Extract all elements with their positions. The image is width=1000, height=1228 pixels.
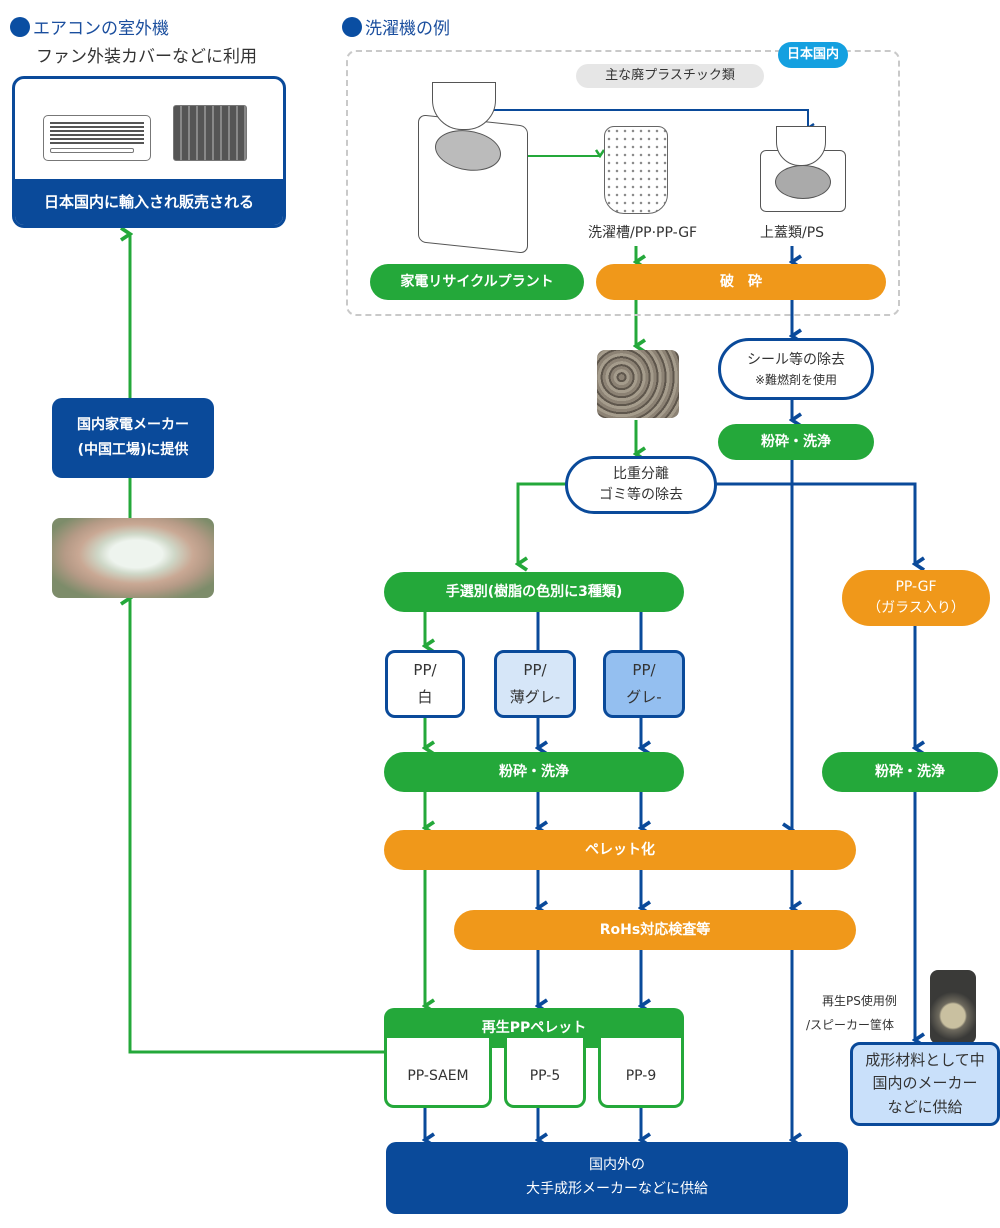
ps-example-sublabel: /スピーカー筐体 xyxy=(806,1018,895,1032)
sort-box-white: PP/ 白 xyxy=(385,650,465,718)
line-pellet-to-left xyxy=(128,600,386,1054)
indoor-unit-icon xyxy=(43,115,151,161)
pelletize-step: ペレット化 xyxy=(384,830,856,870)
crush-step: 破 砕 xyxy=(596,264,886,300)
washer-section-title: 洗濯機の例 xyxy=(342,14,450,39)
recycling-plant-label: 家電リサイクルプラント xyxy=(370,264,584,300)
washing-machine-icon xyxy=(418,114,528,254)
sort-box-gray: PP/ グレ- xyxy=(603,650,685,718)
pellets-in-hand-photo xyxy=(52,518,214,598)
seal-removal-step: シール等の除去 ※難燃剤を使用 xyxy=(718,338,874,400)
provider-box: 国内家電メーカー (中国工場)に提供 xyxy=(52,398,214,478)
grade-pp-saem: PP-SAEM xyxy=(384,1038,492,1108)
domestic-badge: 日本国内 xyxy=(778,42,848,68)
recycled-pp-group: 再生PPペレット PP-SAEM PP-5 PP-9 xyxy=(384,1008,684,1108)
grade-pp-9: PP-9 xyxy=(598,1038,684,1108)
ps-example-label: 再生PS使用例 xyxy=(822,994,897,1008)
speaker-housing-photo xyxy=(930,970,976,1044)
grind-wash-step-pp: 粉砕・洗浄 xyxy=(384,752,684,792)
lid-label: 上蓋類/PS xyxy=(760,225,825,241)
pp-gf-step: PP-GF （ガラス入り） xyxy=(842,570,990,626)
grind-wash-step-ps: 粉砕・洗浄 xyxy=(718,424,874,460)
hand-sort-step: 手選別(樹脂の色別に3種類) xyxy=(384,572,684,612)
rohs-inspection-step: RoHs対応検査等 xyxy=(454,910,856,950)
bullet-icon xyxy=(10,17,30,37)
final-supply-box: 国内外の 大手成形メーカーなどに供給 xyxy=(386,1142,848,1214)
aircon-subtitle: ファン外装カバーなどに利用 xyxy=(36,47,257,67)
waste-plastics-label: 主な廃プラスチック類 xyxy=(576,64,764,88)
grade-pp-5: PP-5 xyxy=(504,1038,586,1108)
line-lid xyxy=(490,109,808,128)
grind-wash-step-ppgf: 粉砕・洗浄 xyxy=(822,752,998,792)
crushed-plastic-photo xyxy=(597,350,679,418)
domestic-region xyxy=(346,50,900,316)
china-supply-box: 成形材料として中 国内のメーカー などに供給 xyxy=(850,1042,1000,1126)
washer-lid-icon xyxy=(432,82,496,130)
aircon-section-title: エアコンの室外機 xyxy=(10,14,169,39)
sort-box-light-gray: PP/ 薄グレ- xyxy=(494,650,576,718)
aircon-card: 日本国内に輸入され販売される xyxy=(12,76,286,228)
outdoor-unit-icon xyxy=(173,105,247,161)
tub-label: 洗濯槽/PP·PP-GF xyxy=(588,225,698,241)
aircon-caption: 日本国内に輸入され販売される xyxy=(15,179,283,225)
bullet-icon xyxy=(342,17,362,37)
gravity-separation-step: 比重分離 ゴミ等の除去 xyxy=(565,456,717,514)
top-lid-icon xyxy=(760,150,846,212)
wash-tub-icon xyxy=(604,126,668,214)
